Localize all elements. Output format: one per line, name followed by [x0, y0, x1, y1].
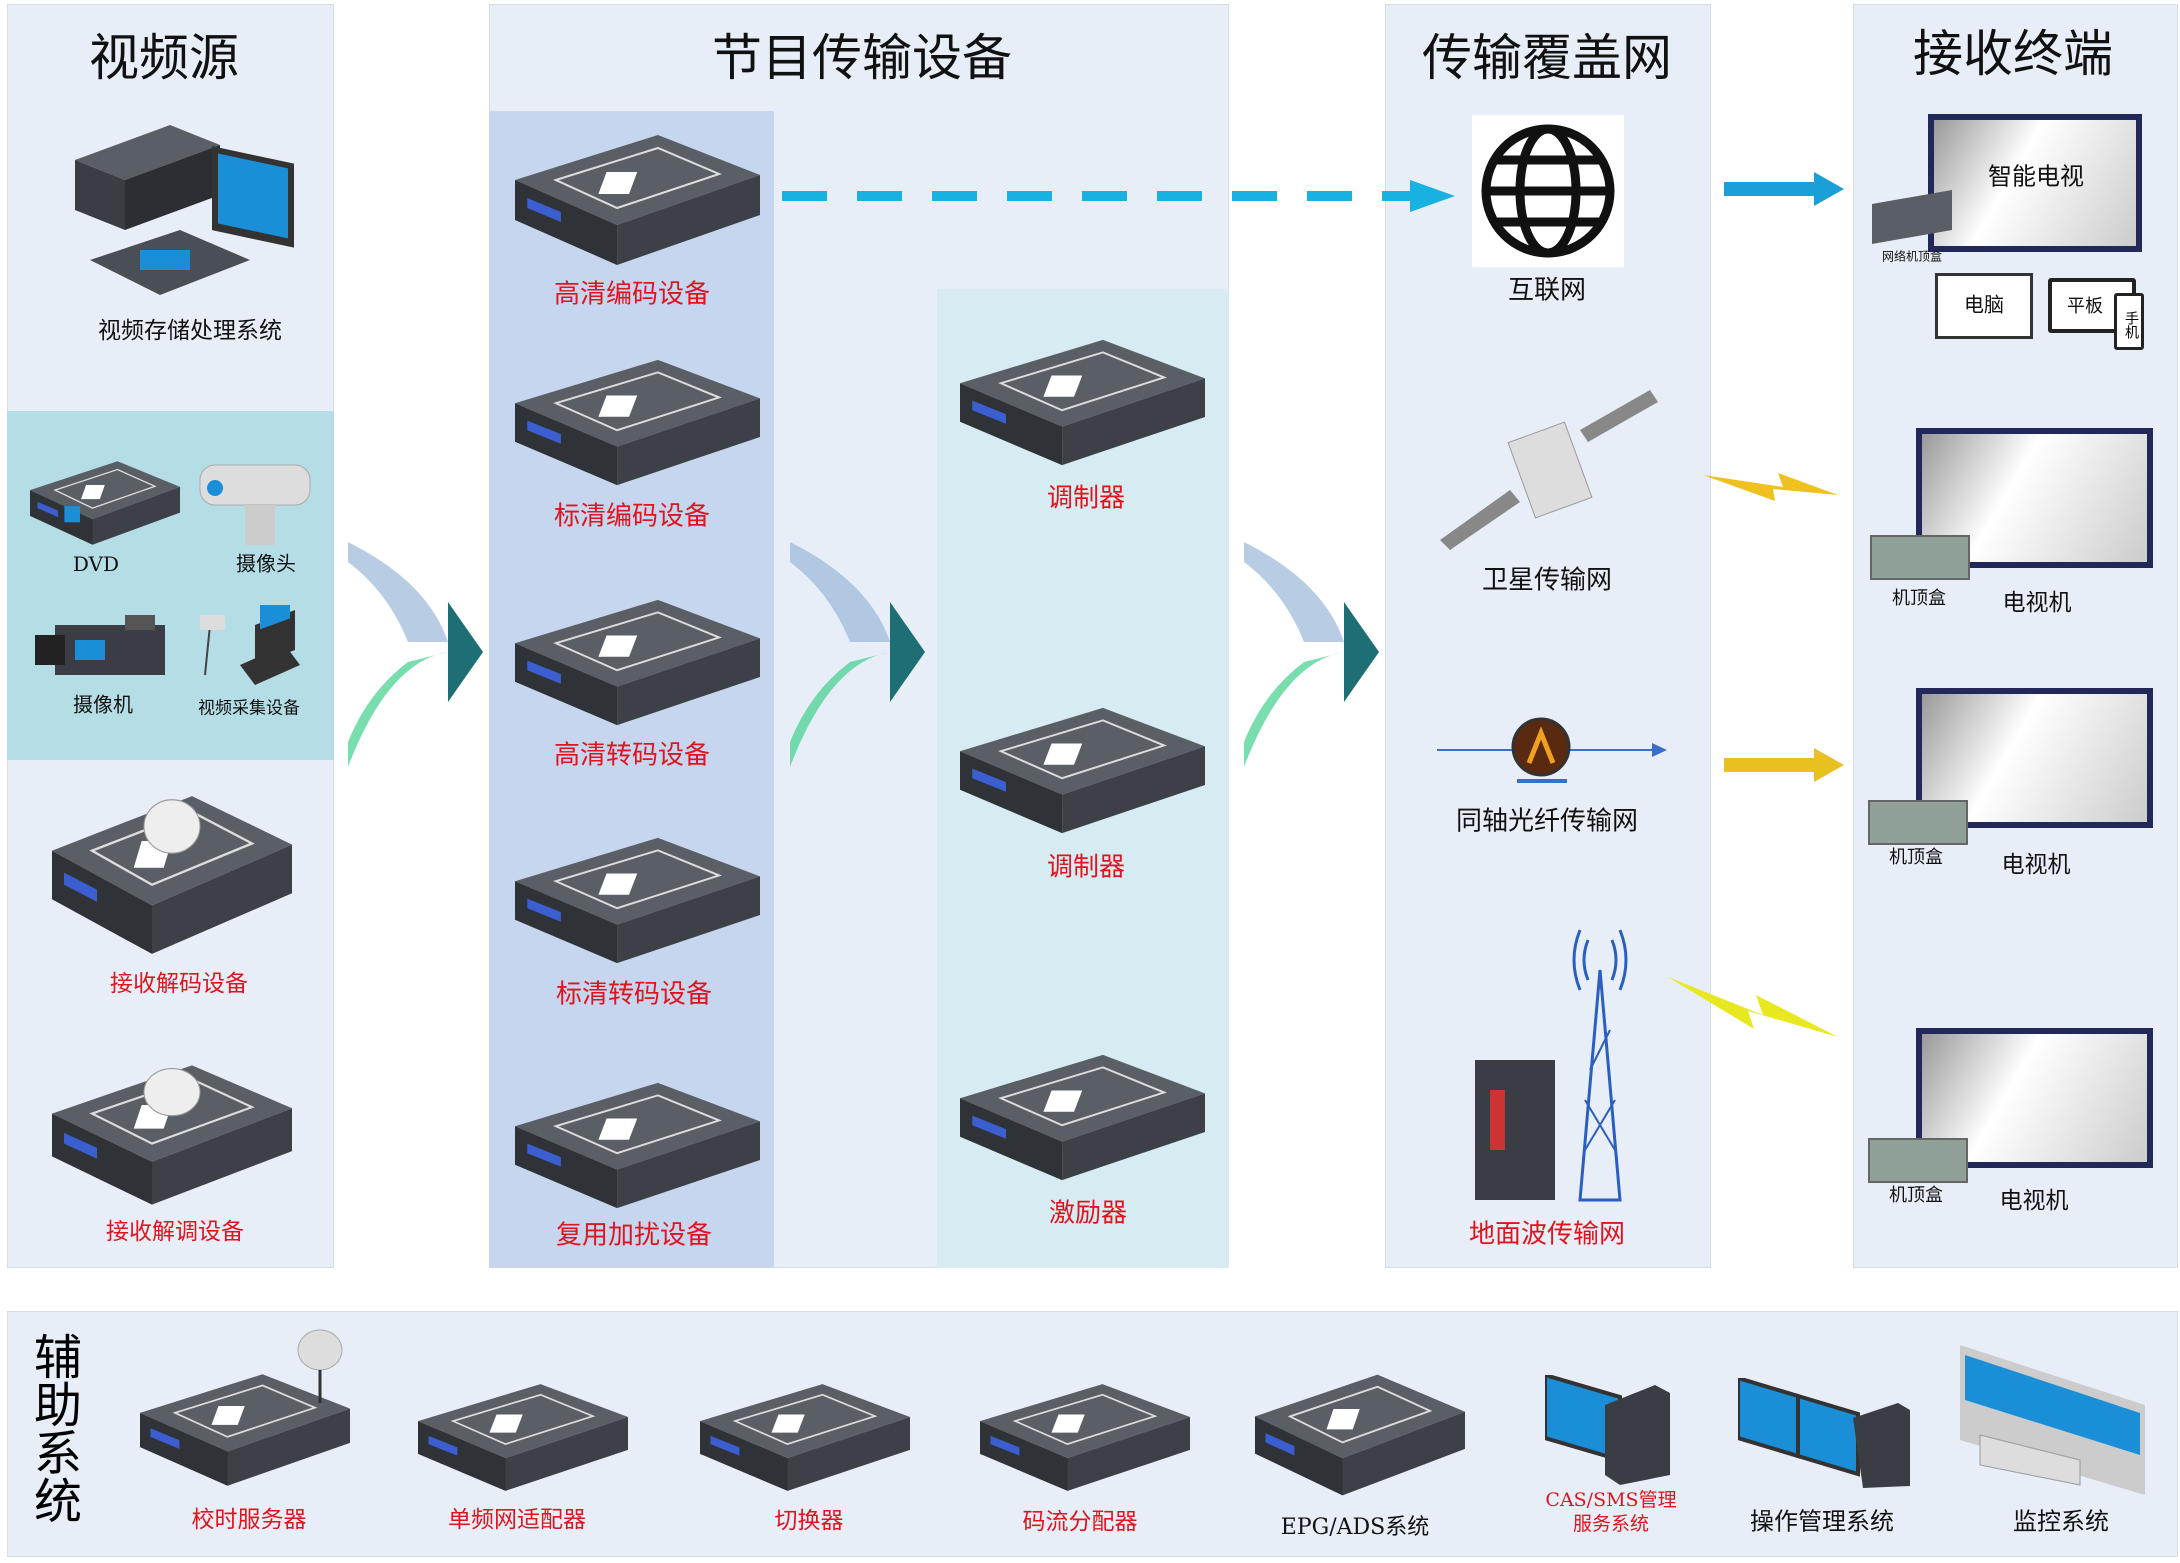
- aux-item-label: 切换器: [774, 1508, 844, 1534]
- satellite-icon: [1440, 390, 1658, 550]
- flow-arrow-2: [790, 542, 925, 767]
- aux-item-label: 监控系统: [2013, 1507, 2109, 1536]
- hd-transcode-label: 高清转码设备: [553, 740, 711, 771]
- program-title: 节目传输设备: [712, 29, 1012, 87]
- video-source-title: 视频源: [89, 29, 239, 87]
- sd-encoder-icon: [515, 355, 760, 490]
- coax-fiber-icon: [1437, 717, 1667, 783]
- mux-scrambler-icon: [515, 1078, 760, 1213]
- rx-decode-label: 接收解码设备: [110, 971, 248, 997]
- lightning-2: [1668, 977, 1838, 1037]
- tv-2-label: 电视机: [2001, 852, 2071, 878]
- aux-item-label: 校时服务器: [191, 1507, 307, 1533]
- stb-2-icon: [1868, 800, 1968, 845]
- stb-3-icon: [1868, 1138, 1968, 1183]
- blue-arrow: [1724, 172, 1844, 206]
- dvd-label: DVD: [72, 552, 120, 576]
- aux-item-label: EPG/ADS系统: [1280, 1515, 1430, 1540]
- stb-1-icon: [1870, 535, 1970, 580]
- dvd-player-icon: [30, 458, 180, 548]
- modulator-1-label: 调制器: [1046, 483, 1126, 514]
- webcam-icon: [199, 464, 311, 545]
- exciter-label: 激励器: [1048, 1198, 1128, 1229]
- yellow-arrow: [1724, 748, 1844, 782]
- terrestrial-label: 地面波传输网: [1468, 1219, 1626, 1250]
- gps-antenna-icon: [297, 1329, 343, 1403]
- modulator-1-icon: [960, 335, 1205, 470]
- sd-transcode-label: 标清转码设备: [555, 979, 713, 1010]
- lightning-1: [1703, 473, 1838, 501]
- internet-globe-icon: [1472, 115, 1624, 267]
- modulator-2-label: 调制器: [1046, 852, 1126, 883]
- smart-tv: [1928, 114, 2142, 252]
- switcher-icon: [700, 1380, 910, 1495]
- aux-item-label: 单频网适配器: [448, 1507, 586, 1533]
- time-server-icon: [140, 1370, 350, 1490]
- stream-distributor-icon: [980, 1380, 1190, 1495]
- sd-transcoder-icon: [515, 833, 760, 968]
- coax-label: 同轴光纤传输网: [1455, 806, 1639, 837]
- flow-arrow-1: [348, 542, 483, 767]
- aux-item-label: 操作管理系统: [1750, 1507, 1894, 1536]
- monitoring-wall-icon: [1960, 1345, 2145, 1495]
- aux-title: 辅助系统: [25, 1332, 81, 1524]
- tv-1-label: 电视机: [2002, 590, 2072, 616]
- stb-1-label: 机顶盒: [1892, 588, 1946, 609]
- tv-2: [1916, 688, 2153, 828]
- internet-dashed-arrow: [782, 180, 1455, 212]
- rx-demod-label: 接收解调设备: [106, 1219, 244, 1245]
- epg-ads-icon: [1255, 1370, 1465, 1500]
- satellite-label: 卫星传输网: [1481, 565, 1613, 596]
- internet-label: 互联网: [1507, 275, 1587, 306]
- hd-encoder-icon: [515, 130, 760, 270]
- operation-mgmt-icon: [1738, 1378, 1910, 1488]
- aux-item-label: CAS/SMS管理服务系统: [1545, 1489, 1677, 1535]
- modulator-2-icon: [960, 703, 1205, 838]
- mux-label: 复用加扰设备: [555, 1220, 713, 1251]
- sfn-adapter-icon: [418, 1380, 628, 1495]
- tv-3-label: 电视机: [1999, 1188, 2069, 1214]
- webcam-label: 摄像头: [236, 551, 296, 576]
- terrestrial-tower-icon: [1475, 929, 1628, 1202]
- rx-demodulator-icon: [52, 1060, 292, 1210]
- hd-transcoder-icon: [515, 595, 760, 730]
- terminal-title: 接收终端: [1913, 25, 2113, 83]
- phone: 手机: [2114, 293, 2144, 350]
- rx-decoder-icon: [52, 790, 292, 960]
- hd-encode-label: 高清编码设备: [553, 279, 711, 310]
- capture-device-icon: [200, 605, 300, 685]
- cas-sms-server-icon: [1545, 1375, 1670, 1485]
- workstation-icon: [75, 125, 294, 295]
- storage-label: 视频存储处理系统: [98, 318, 282, 344]
- net-stb-label: 网络机顶盒: [1881, 249, 1943, 264]
- laptop: [1935, 273, 2033, 339]
- smart-tv-label: 智能电视: [1988, 162, 2084, 191]
- stb-3-label: 机顶盒: [1889, 1185, 1943, 1206]
- capture-label: 视频采集设备: [198, 698, 300, 719]
- stb-2-label: 机顶盒: [1889, 847, 1943, 868]
- sd-encode-label: 标清编码设备: [553, 501, 711, 532]
- network-title: 传输覆盖网: [1422, 29, 1672, 87]
- camcorder-icon: [35, 615, 165, 675]
- pc-label: 电脑: [1964, 292, 2004, 317]
- camcorder-label: 摄像机: [73, 692, 133, 717]
- aux-item-label: 码流分配器: [1022, 1509, 1138, 1535]
- exciter-icon: [960, 1050, 1205, 1185]
- tablet-label: 平板: [2067, 296, 2103, 317]
- flow-arrow-3: [1244, 542, 1379, 767]
